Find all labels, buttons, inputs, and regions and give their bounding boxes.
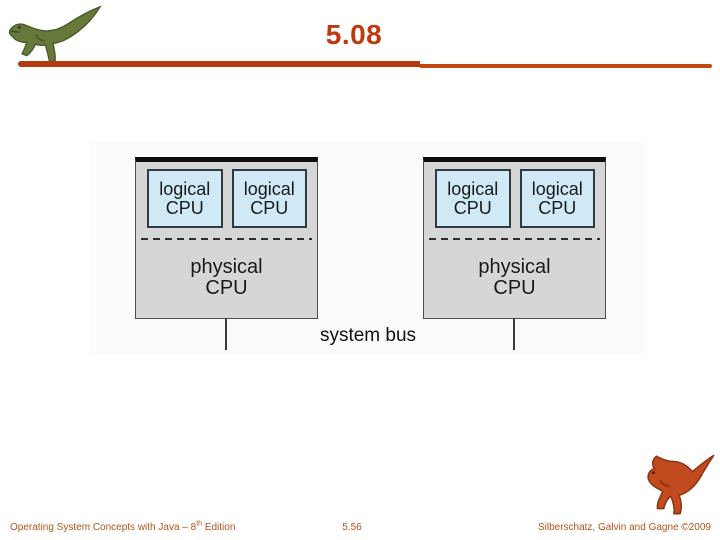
- logical-cpu-row: logical CPU logical CPU: [147, 169, 307, 228]
- dashed-divider: [141, 238, 312, 240]
- logical-cpu-row: logical CPU logical CPU: [435, 169, 595, 228]
- logical-cpu-label-line1: logical: [159, 178, 211, 199]
- logical-cpu-label-line1: logical: [243, 178, 295, 199]
- logical-cpu-label-line2: CPU: [165, 197, 204, 218]
- bus-connector-line-1: [225, 318, 227, 350]
- footer-book-title: Operating System Concepts with Java – 8t…: [10, 520, 236, 534]
- header-rule-thin: [420, 64, 712, 68]
- logical-cpu-label-line1: logical: [447, 178, 499, 199]
- dashed-divider: [429, 238, 600, 240]
- physical-cpu-label-line1: physical: [478, 256, 551, 278]
- footer-authors: Silberschatz, Galvin and Gagne ©2009: [537, 522, 711, 533]
- slide-title: 5.08: [325, 19, 383, 50]
- orange-dinosaur-logo-icon: [636, 452, 716, 520]
- footer-edition-text: Edition: [202, 522, 236, 533]
- logical-cpu-box: logical CPU: [147, 169, 223, 228]
- bus-connector-line-2: [513, 318, 515, 350]
- logical-cpu-box: logical CPU: [519, 169, 595, 228]
- logical-cpu-label-line2: CPU: [538, 197, 577, 218]
- physical-cpu-label-line2: CPU: [493, 277, 536, 299]
- physical-cpu-label: physical CPU: [424, 257, 605, 299]
- logical-cpu-label-line2: CPU: [250, 197, 289, 218]
- header-rule-thick: [18, 61, 420, 67]
- green-dinosaur-logo-icon: [6, 4, 104, 66]
- cpu-diagram: logical CPU logical CPU physical CPU log…: [90, 142, 645, 354]
- logical-cpu-box: logical CPU: [435, 169, 511, 228]
- system-bus-label: system bus: [319, 325, 417, 346]
- physical-cpu-label-line1: physical: [190, 256, 263, 278]
- logical-cpu-label-line2: CPU: [453, 197, 492, 218]
- physical-cpu-box-2: logical CPU logical CPU physical CPU: [423, 157, 606, 319]
- footer-page-number: 5.56: [342, 522, 362, 533]
- physical-cpu-label-line2: CPU: [205, 277, 248, 299]
- footer-superscript: th: [196, 520, 203, 528]
- physical-cpu-label: physical CPU: [136, 257, 317, 299]
- footer-book-title-text: Operating System Concepts with Java – 8: [10, 522, 197, 533]
- logical-cpu-label-line1: logical: [531, 178, 583, 199]
- logical-cpu-box: logical CPU: [231, 169, 307, 228]
- physical-cpu-box-1: logical CPU logical CPU physical CPU: [135, 157, 318, 319]
